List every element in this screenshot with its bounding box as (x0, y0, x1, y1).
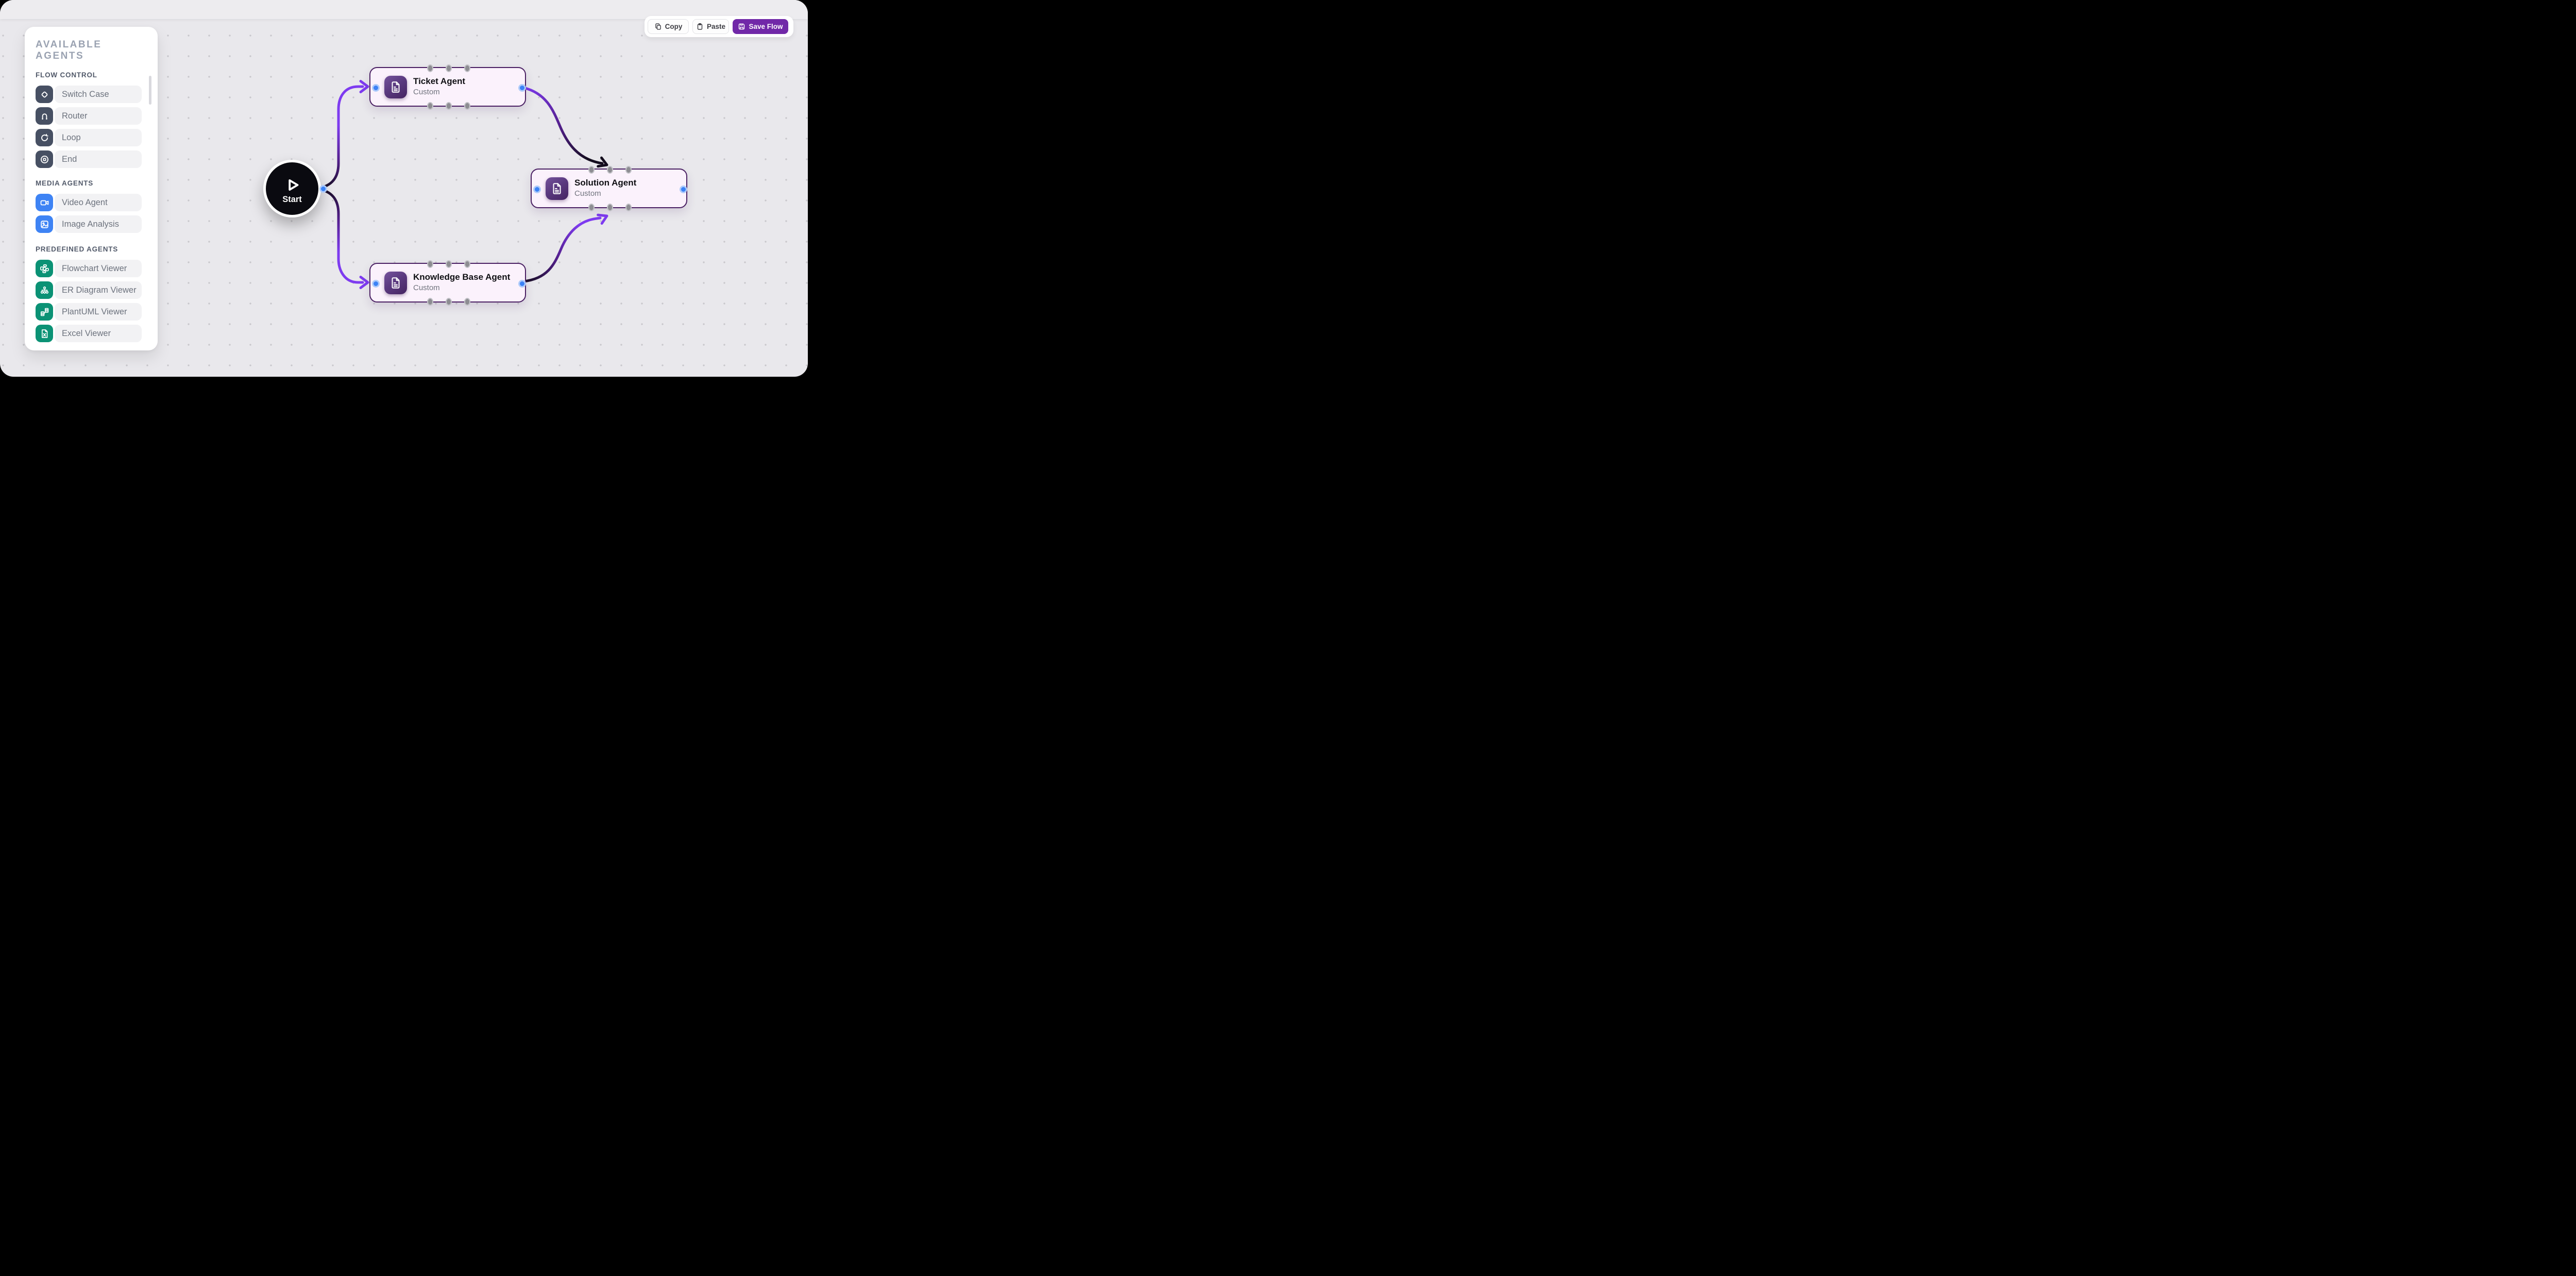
edge-kb-to-solution-arrowhead (597, 213, 608, 225)
sidebar-item-plantuml-viewer[interactable]: PlantUML Viewer (36, 303, 142, 321)
handle-bottom-3[interactable] (464, 297, 470, 306)
sidebar-item-label: Switch Case (55, 86, 142, 103)
video-camera-icon (36, 194, 53, 211)
handle-top-2[interactable] (446, 260, 452, 268)
end-icon (36, 150, 53, 168)
target-handle-left[interactable] (371, 280, 380, 288)
handle-top-1[interactable] (427, 260, 433, 268)
edge-ticket-to-solution-arrowhead (597, 156, 608, 168)
node-title: Solution Agent (574, 178, 637, 188)
switch-case-icon (36, 86, 53, 103)
handle-top-1[interactable] (427, 64, 433, 72)
sidebar-item-label: Router (55, 107, 142, 125)
edge-kb-to-solution[interactable] (522, 216, 602, 283)
sidebar-item-router[interactable]: Router (36, 107, 142, 125)
edge-start-to-ticket-arrowhead (359, 80, 369, 93)
edge-start-to-kb[interactable] (315, 187, 364, 284)
sidebar-item-er-diagram-viewer[interactable]: ER Diagram Viewer (36, 281, 142, 299)
handle-bottom-2[interactable] (446, 102, 452, 110)
handle-bottom-3[interactable] (464, 102, 470, 110)
save-floppy-icon (738, 23, 745, 30)
source-handle-right[interactable] (518, 84, 526, 92)
plantuml-icon (36, 303, 53, 321)
flowchart-icon (36, 260, 53, 277)
section-label-flow-control: FLOW CONTROL (36, 71, 97, 79)
panel-title: AVAILABLE AGENTS (36, 39, 102, 61)
image-icon (36, 215, 53, 233)
sidebar-item-video-agent[interactable]: Video Agent (36, 194, 142, 211)
handle-bottom-1[interactable] (588, 203, 595, 211)
handle-top-2[interactable] (607, 165, 613, 174)
er-diagram-icon (36, 281, 53, 299)
sidebar-item-label: Video Agent (55, 194, 142, 211)
node-subtitle: Custom (413, 88, 440, 97)
sidebar-item-label: Excel Viewer (55, 325, 142, 342)
paste-button[interactable]: Paste (692, 19, 729, 34)
document-icon (384, 271, 407, 294)
sidebar-item-label: Image Analysis (55, 215, 142, 233)
start-source-handle[interactable] (319, 184, 327, 193)
node-title: Knowledge Base Agent (413, 272, 511, 282)
handle-bottom-2[interactable] (446, 297, 452, 306)
handle-bottom-2[interactable] (607, 203, 613, 211)
sidebar-item-label: End (55, 150, 142, 168)
sidebar-item-loop[interactable]: Loop (36, 129, 142, 146)
edge-start-to-kb-arrowhead (359, 276, 369, 289)
handle-top-3[interactable] (464, 64, 470, 72)
save-flow-button[interactable]: Save Flow (733, 19, 788, 34)
copy-button[interactable]: Copy (648, 19, 689, 34)
node-solution-agent[interactable]: Solution Agent Custom (531, 165, 687, 211)
handle-top-3[interactable] (625, 165, 632, 174)
section-label-predefined-agents: PREDEFINED AGENTS (36, 245, 118, 253)
target-handle-left[interactable] (533, 186, 541, 193)
edge-start-to-ticket[interactable] (315, 85, 364, 190)
start-node[interactable]: Start (263, 160, 321, 217)
sidebar-item-label: ER Diagram Viewer (55, 281, 142, 299)
sidebar-scrollbar-thumb[interactable] (149, 76, 151, 105)
top-bar (0, 0, 808, 19)
document-icon (546, 177, 568, 200)
edges-layer (315, 80, 608, 289)
handle-bottom-3[interactable] (625, 203, 632, 211)
router-icon (36, 107, 53, 125)
handle-bottom-1[interactable] (427, 102, 433, 110)
source-handle-right[interactable] (679, 186, 687, 193)
sidebar-item-image-analysis[interactable]: Image Analysis (36, 215, 142, 233)
copy-icon (654, 23, 662, 30)
excel-file-icon (36, 325, 53, 342)
handle-top-2[interactable] (446, 64, 452, 72)
edge-ticket-to-solution[interactable] (522, 86, 604, 165)
save-flow-button-label: Save Flow (749, 23, 783, 30)
canvas-toolbar: Copy Paste Save Flow (645, 16, 793, 37)
node-knowledge-base-agent[interactable]: Knowledge Base Agent Custom (369, 260, 526, 306)
paste-clipboard-icon (696, 23, 704, 30)
handle-bottom-1[interactable] (427, 297, 433, 306)
source-handle-right[interactable] (518, 280, 526, 288)
handle-top-3[interactable] (464, 260, 470, 268)
node-title: Ticket Agent (413, 76, 466, 87)
sidebar-item-label: Flowchart Viewer (55, 260, 142, 277)
available-agents-panel: AVAILABLE AGENTS FLOW CONTROL Switch Cas… (25, 27, 158, 350)
play-icon (289, 179, 299, 191)
copy-button-label: Copy (665, 23, 683, 30)
document-icon (384, 75, 407, 98)
handle-top-1[interactable] (588, 165, 595, 174)
target-handle-left[interactable] (371, 84, 380, 92)
node-ticket-agent[interactable]: Ticket Agent Custom (369, 64, 526, 110)
section-label-media-agents: MEDIA AGENTS (36, 179, 94, 187)
sidebar-item-flowchart-viewer[interactable]: Flowchart Viewer (36, 260, 142, 277)
sidebar-item-label: Loop (55, 129, 142, 146)
sidebar-item-switch-case[interactable]: Switch Case (36, 86, 142, 103)
app-window: Copy Paste Save Flow AVAILABLE (0, 0, 808, 377)
node-subtitle: Custom (574, 189, 601, 198)
start-node-label: Start (282, 194, 302, 204)
paste-button-label: Paste (706, 23, 726, 30)
sidebar-item-label: PlantUML Viewer (55, 303, 142, 321)
loop-icon (36, 129, 53, 146)
node-subtitle: Custom (413, 283, 440, 293)
sidebar-item-excel-viewer[interactable]: Excel Viewer (36, 325, 142, 342)
sidebar-item-end[interactable]: End (36, 150, 142, 168)
